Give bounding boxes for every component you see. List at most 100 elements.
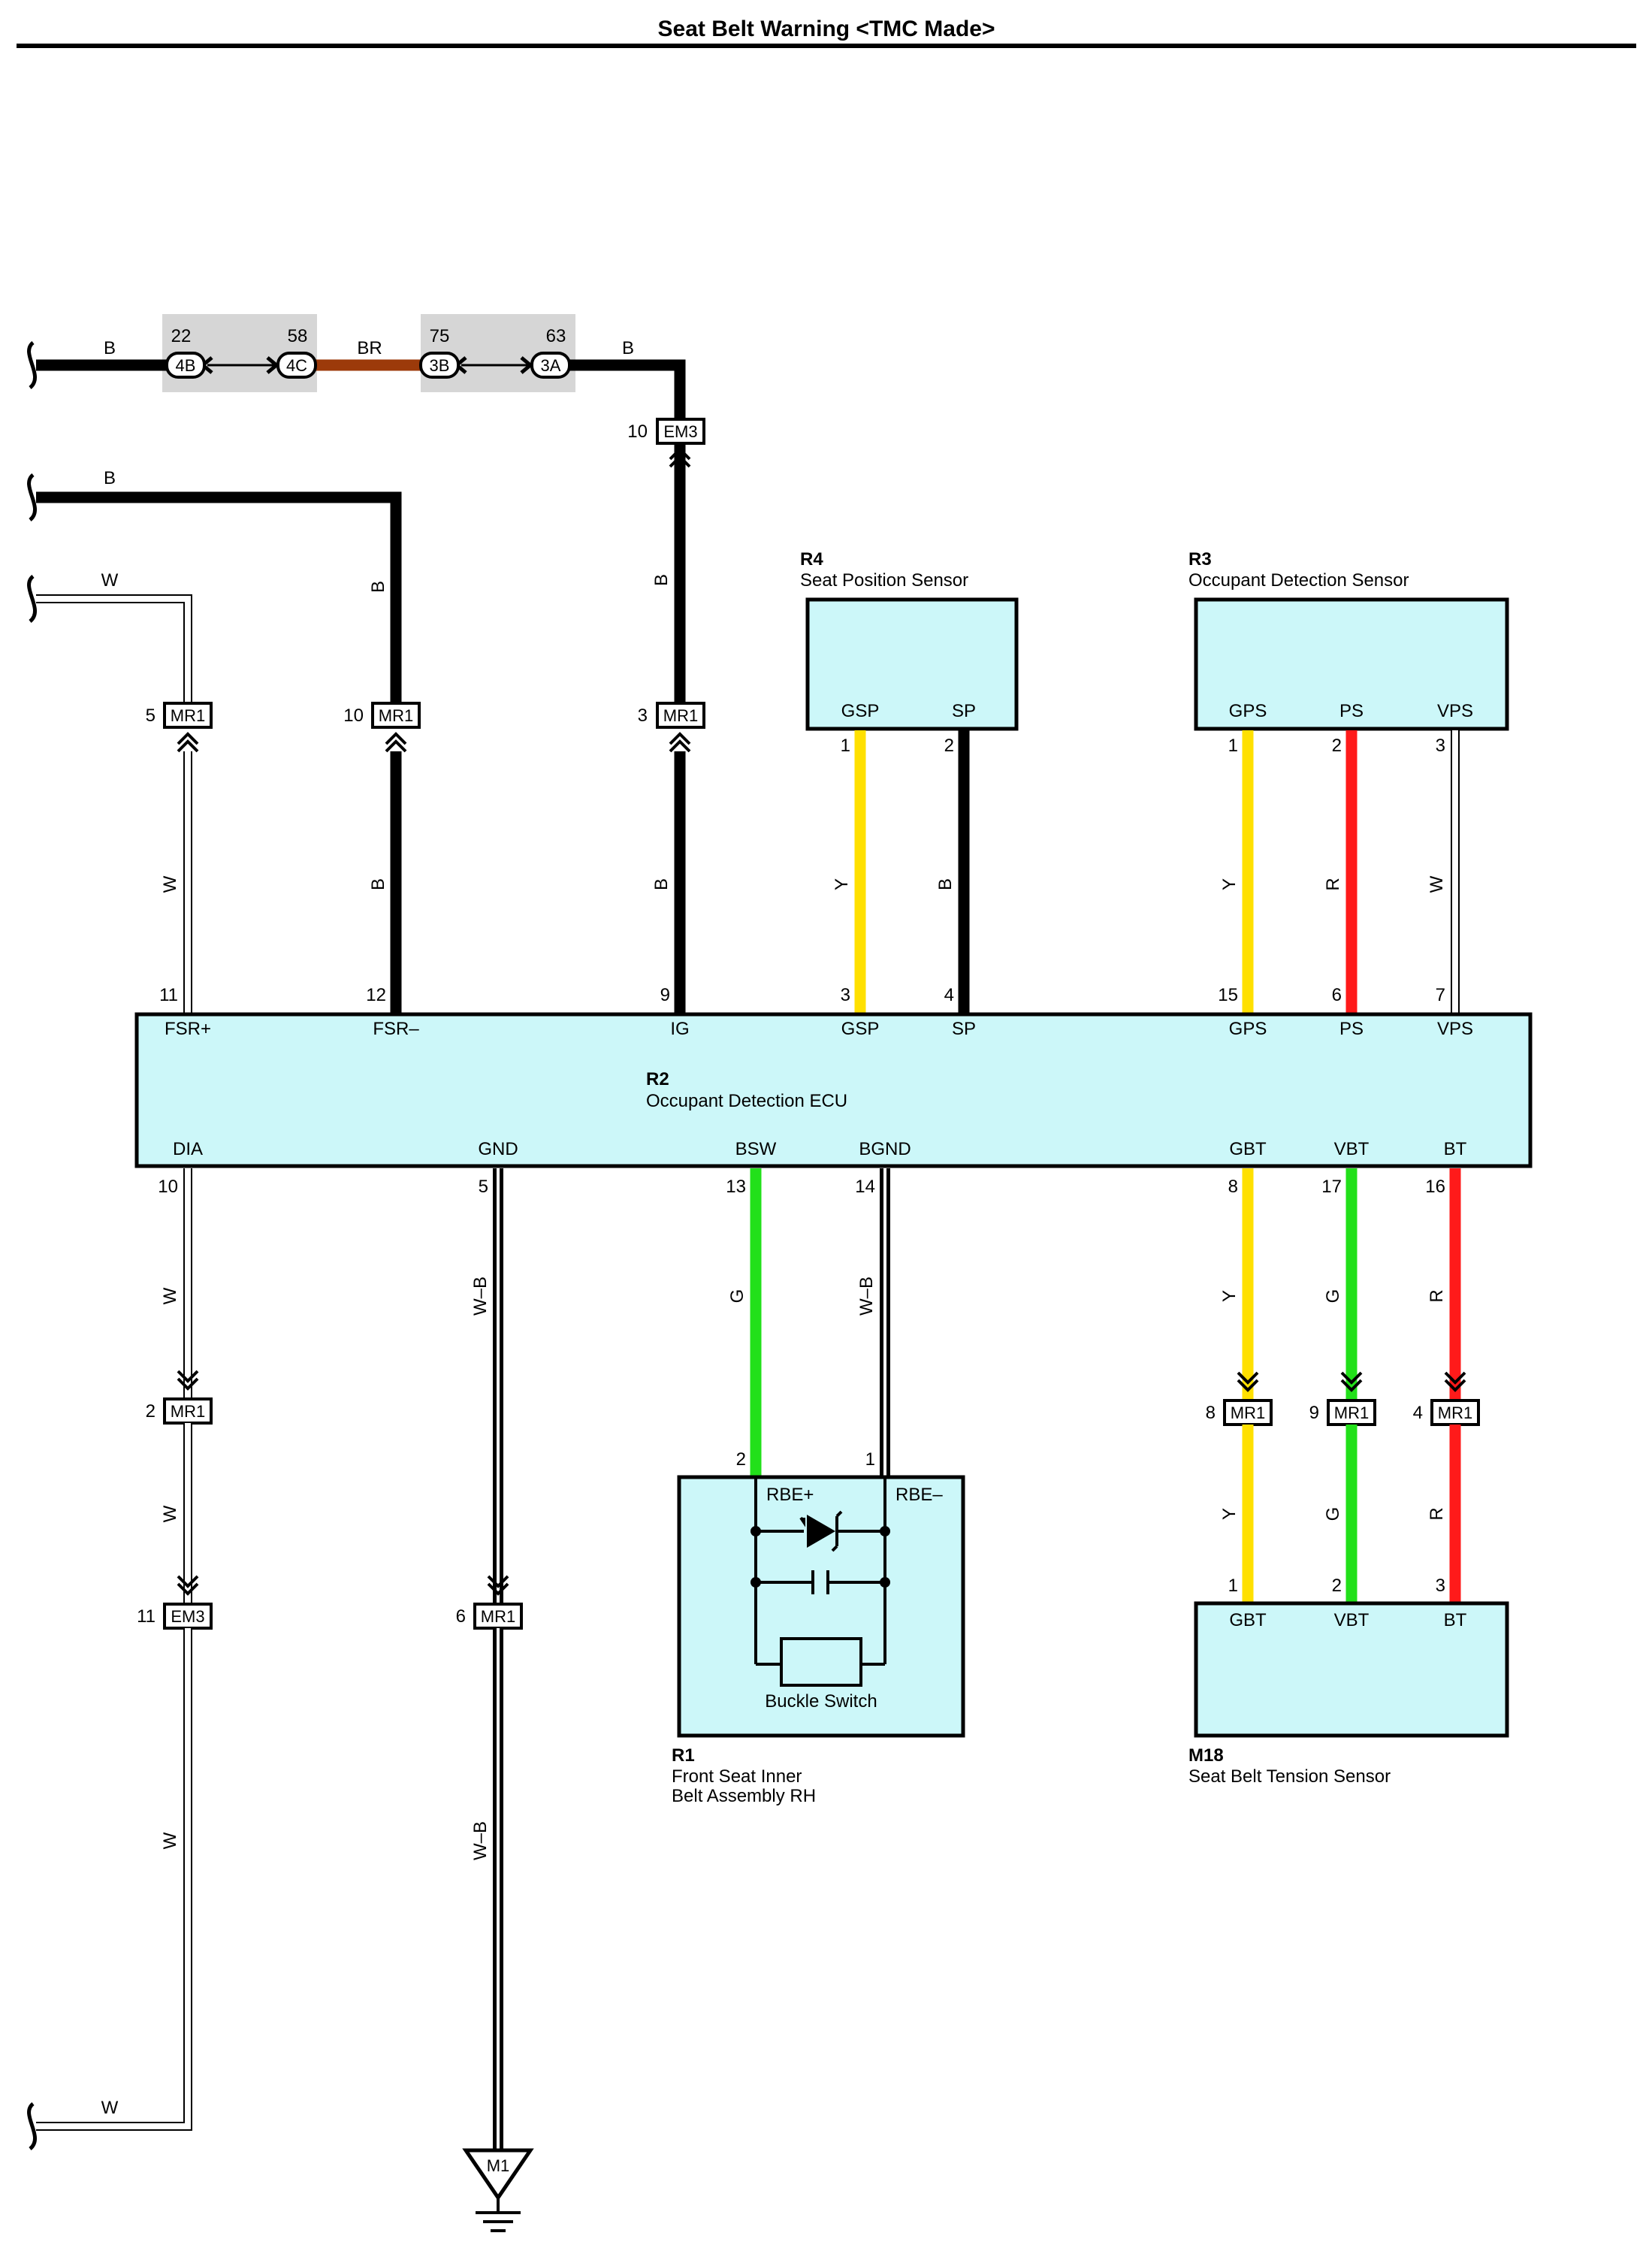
wire-second-b: [36, 491, 402, 706]
r2-top-pin-3: 3: [841, 985, 850, 1005]
splice-pin-22: 22: [171, 326, 192, 346]
wire-color-dia-2: W: [160, 1505, 180, 1522]
wire-top-b-right: [568, 359, 686, 421]
r2-label-bt: BT: [1444, 1139, 1467, 1159]
r4-pin-1: 1: [841, 736, 850, 756]
connector-mr1-dia-pin: 2: [146, 1401, 156, 1422]
r2-bottom-pin-13: 13: [726, 1177, 746, 1197]
r3-id: R3: [1188, 549, 1212, 570]
r2-label-ps: PS: [1339, 1019, 1364, 1039]
r2-label-dia: DIA: [173, 1139, 203, 1159]
r3-name: Occupant Detection Sensor: [1188, 570, 1409, 591]
connector-mr1-fsrm-pin: 10: [343, 706, 364, 726]
gnd-branch: MR1 6 M1 W–B W–B: [456, 1168, 534, 2232]
r3-pin-2: 2: [1332, 736, 1342, 756]
fsrp-branch: W MR1 5 W: [27, 570, 213, 1014]
r2-top-pin-6: 6: [1332, 985, 1342, 1005]
r2-bottom-pin-10: 10: [158, 1177, 178, 1197]
splice-pin-58: 58: [288, 326, 308, 346]
connector-4b-label: 4B: [176, 356, 196, 375]
ig-branch: EM3 10 B MR1 3 B: [627, 418, 705, 1014]
r2-label-bgnd: BGND: [859, 1139, 911, 1159]
r4-name: Seat Position Sensor: [800, 570, 968, 591]
m18-id: M18: [1188, 1745, 1224, 1766]
r2-label-gnd: GND: [478, 1139, 518, 1159]
wire-color-second-b: B: [104, 468, 116, 488]
r3-pin-label-gps: GPS: [1229, 701, 1267, 721]
splice-pin-63: 63: [546, 326, 566, 346]
wire-color-dia-3: W: [160, 1832, 180, 1849]
page-title: Seat Belt Warning <TMC Made>: [658, 17, 995, 41]
connector-mr1-gbt-pin: 8: [1206, 1403, 1216, 1423]
r2-bottom-pin-5: 5: [479, 1177, 488, 1197]
r3-pin-3: 3: [1436, 736, 1445, 756]
r1-name-line1: Front Seat Inner: [672, 1766, 802, 1787]
r1-branch: G W–B 2 1 RBE+ RBE– Buckle: [672, 1168, 965, 1806]
connector-mr1-fsrm-name: MR1: [379, 706, 413, 725]
connector-mr1-dia: [163, 1397, 213, 1425]
connector-mr1-vbt-name: MR1: [1334, 1403, 1369, 1422]
r4-pin-label-sp: SP: [952, 701, 976, 721]
connector-mr1-ig: [656, 702, 705, 729]
fsrm-branch: B B MR1 10 B: [27, 468, 421, 1014]
connector-mr1-dia-name: MR1: [171, 1402, 205, 1421]
connector-mr1-fsrm: [371, 702, 421, 729]
r1-pin-1: 1: [865, 1449, 875, 1470]
connector-mr1-ig-name: MR1: [663, 706, 698, 725]
r4-seat-position-sensor: R4 Seat Position Sensor GSP SP 1 2 Y B: [800, 549, 1019, 1014]
wire-color-w-bottom: W: [101, 2098, 119, 2118]
wire-color-vbt-1: G: [1323, 1289, 1343, 1304]
connector-3b-label: 3B: [430, 356, 450, 375]
r1-id: R1: [672, 1745, 695, 1766]
r1-pin-label-rbep: RBE+: [766, 1485, 814, 1505]
connector-em3-top-pin: 10: [627, 421, 648, 442]
m18-pin-3: 3: [1436, 1576, 1445, 1596]
connector-mr1-fsrp-name: MR1: [171, 706, 205, 725]
wire-break-top: [27, 341, 37, 389]
r2-label-bsw: BSW: [735, 1139, 777, 1159]
r2-label-gbt: GBT: [1229, 1139, 1267, 1159]
r2-top-pin-7: 7: [1436, 985, 1445, 1005]
m18-name: Seat Belt Tension Sensor: [1188, 1766, 1391, 1787]
connector-em3-top: [656, 418, 705, 445]
connector-mr1-vbt-pin: 9: [1309, 1403, 1319, 1423]
zener-diode-icon: [807, 1515, 835, 1548]
buckle-switch-circuit: [754, 1477, 886, 1687]
m18-pin-2: 2: [1332, 1576, 1342, 1596]
connector-mr1-fsrp-pin: 5: [146, 706, 156, 726]
m18-pin-1: 1: [1228, 1576, 1238, 1596]
r2-label-gps: GPS: [1229, 1019, 1267, 1039]
connector-mr1-bt-pin: 4: [1413, 1403, 1423, 1423]
connector-em3-dia-name: EM3: [171, 1607, 204, 1626]
wire-color-fsrm-lower: B: [368, 878, 388, 890]
r2-bottom-pin-8: 8: [1228, 1177, 1238, 1197]
wire-color-dia-1: W: [160, 1287, 180, 1304]
buckle-switch-label: Buckle Switch: [765, 1691, 877, 1712]
wire-color-gnd-2: W–B: [470, 1821, 491, 1860]
r2-bottom-pin-17: 17: [1321, 1177, 1342, 1197]
wire-color-vps: W: [1427, 875, 1447, 893]
r2-label-vbt: VBT: [1334, 1139, 1370, 1159]
connector-mr1-ig-pin: 3: [638, 706, 648, 726]
connector-mr1-fsrp: [163, 702, 213, 729]
r2-label-ig: IG: [670, 1019, 689, 1039]
splice-pin-75: 75: [430, 326, 450, 346]
wire-color-fsrm-upper: B: [368, 581, 388, 593]
r1-pin-label-rbem: RBE–: [895, 1485, 943, 1505]
connector-mr1-bt-name: MR1: [1438, 1403, 1472, 1422]
wire-color-ps: R: [1323, 878, 1343, 890]
wire-color-sp: B: [935, 878, 956, 890]
wire-color-top-b-right: B: [622, 338, 634, 358]
wire-color-ig-upper: B: [651, 574, 672, 586]
r1-pin-2: 2: [736, 1449, 746, 1470]
connector-mr1-gbt-name: MR1: [1231, 1403, 1265, 1422]
wire-color-gbt-1: Y: [1219, 1290, 1240, 1302]
r2-top-pin-11: 11: [159, 985, 178, 1005]
r2-id: R2: [646, 1069, 669, 1089]
connector-4c: [276, 352, 317, 379]
r4-pin-2: 2: [944, 736, 954, 756]
connector-3a: [530, 352, 571, 379]
wire-color-bt-1: R: [1427, 1289, 1447, 1302]
m18-pin-label-gbt: GBT: [1229, 1610, 1267, 1630]
r2-label-fsrm: FSR–: [373, 1019, 419, 1039]
